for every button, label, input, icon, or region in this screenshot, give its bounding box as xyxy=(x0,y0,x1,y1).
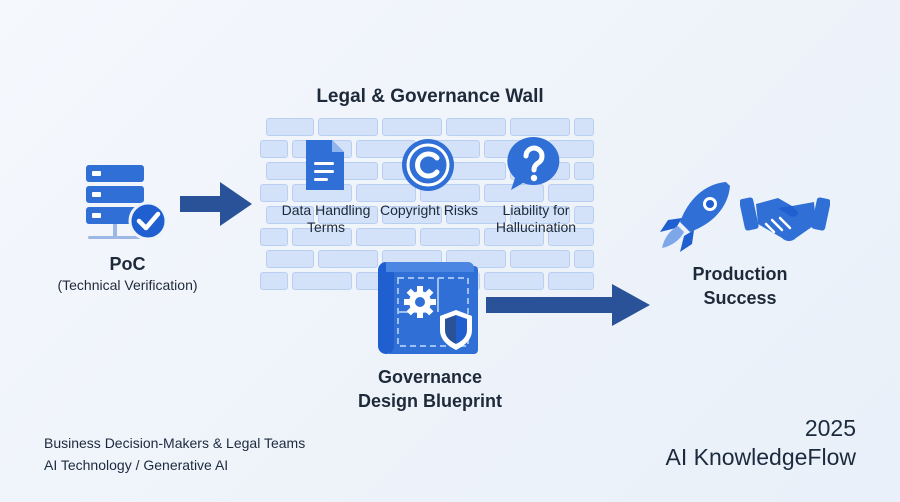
wall-title: Legal & Governance Wall xyxy=(316,86,544,107)
document-icon xyxy=(306,140,344,190)
wall-item-label-data-handling: Data Handling Terms xyxy=(281,202,371,235)
server-check-icon xyxy=(86,165,168,241)
blueprint-shield-icon xyxy=(378,262,478,354)
footer-brand: AI KnowledgeFlow xyxy=(665,444,857,470)
blueprint-label: Governance Design Blueprint xyxy=(330,365,530,413)
footer-left: Business Decision-Makers & Legal Teams A… xyxy=(44,432,305,476)
poc-subtitle: (Technical Verification) xyxy=(57,277,198,293)
production-label-line2: Success xyxy=(703,288,777,308)
wall-item-label-liability: Liability for Hallucination xyxy=(495,202,577,235)
poc-title: PoC xyxy=(109,254,146,274)
blueprint-label-line2: Design Blueprint xyxy=(357,391,502,411)
question-bubble-icon xyxy=(507,136,560,190)
copyright-icon xyxy=(402,139,454,191)
footer-audience: Business Decision-Makers & Legal Teams xyxy=(44,435,306,451)
arrow-to-production xyxy=(486,284,650,326)
blueprint-label-line1: Governance xyxy=(377,367,483,387)
handshake-icon xyxy=(740,197,830,241)
footer-right: 2025 AI KnowledgeFlow xyxy=(666,414,857,472)
footer-year: 2025 xyxy=(804,415,856,441)
footer-topic: AI Technology / Generative AI xyxy=(44,457,229,473)
wall-item-label-copyright: Copyright Risks xyxy=(379,202,479,218)
production-label-line1: Production xyxy=(692,264,788,284)
arrow-to-wall xyxy=(180,182,252,226)
rocket-icon xyxy=(660,182,730,252)
production-label: Production Success xyxy=(660,262,820,310)
